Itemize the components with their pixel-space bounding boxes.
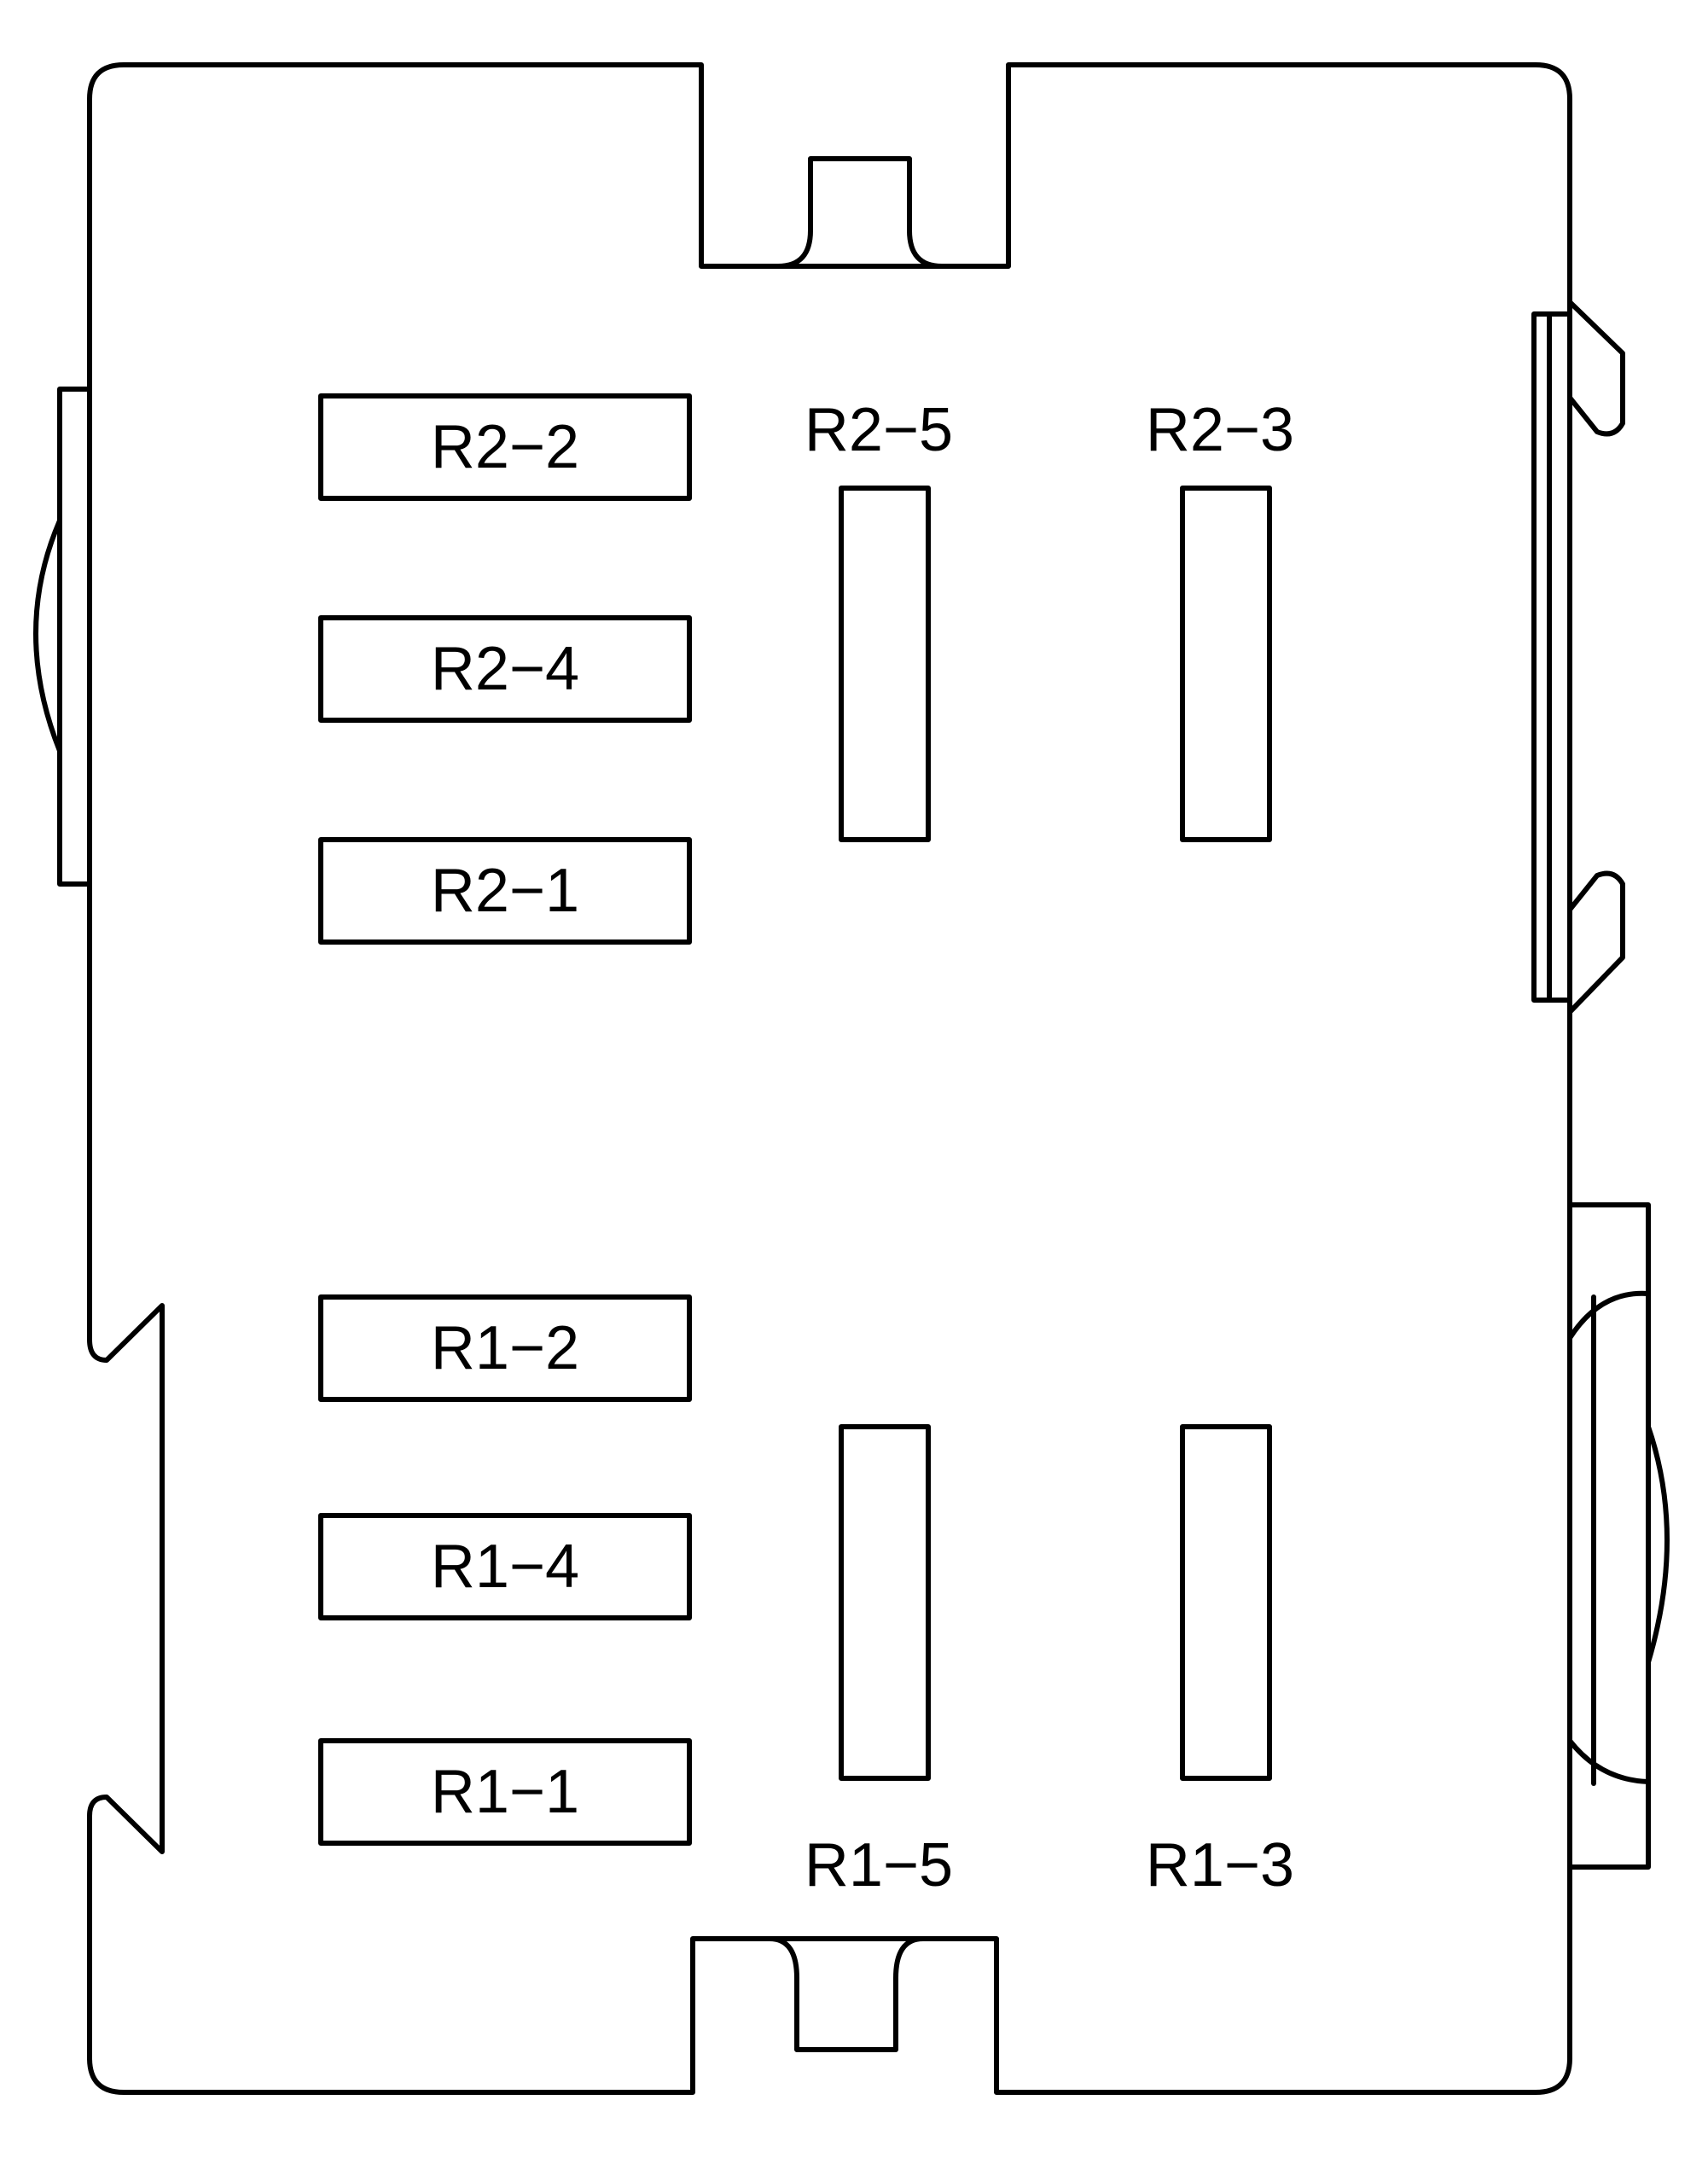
label-r1-1: R1−1 [431, 1758, 579, 1826]
slot-r1-2 [318, 1294, 692, 1402]
label-r2-5: R2−5 [805, 396, 953, 464]
right-bottom-mounting-clip [1567, 1202, 1670, 1870]
label-r2-3: R2−3 [1146, 396, 1294, 464]
top-latch-tab [776, 156, 944, 269]
slot-r2-2 [318, 393, 692, 501]
label-r2-4: R2−4 [431, 635, 579, 703]
terminal-r2-5 [839, 486, 931, 842]
left-mounting-clip [33, 387, 92, 887]
slot-r2-4 [318, 615, 692, 723]
slot-r1-4 [318, 1513, 692, 1620]
label-r1-4: R1−4 [431, 1533, 579, 1601]
terminal-r2-3 [1180, 486, 1272, 842]
bottom-latch-tab [767, 1936, 926, 2052]
housing-outline [87, 62, 1572, 2095]
label-r2-1: R2−1 [431, 857, 579, 925]
label-r1-2: R1−2 [431, 1314, 579, 1382]
label-r2-2: R2−2 [431, 413, 579, 481]
label-r1-3: R1−3 [1146, 1831, 1294, 1899]
terminal-r1-3 [1180, 1424, 1272, 1781]
slot-r2-1 [318, 837, 692, 945]
label-r1-5: R1−5 [805, 1831, 953, 1899]
slot-r1-1 [318, 1738, 692, 1846]
terminal-r1-5 [839, 1424, 931, 1781]
right-rail-clip [1531, 300, 1625, 1015]
